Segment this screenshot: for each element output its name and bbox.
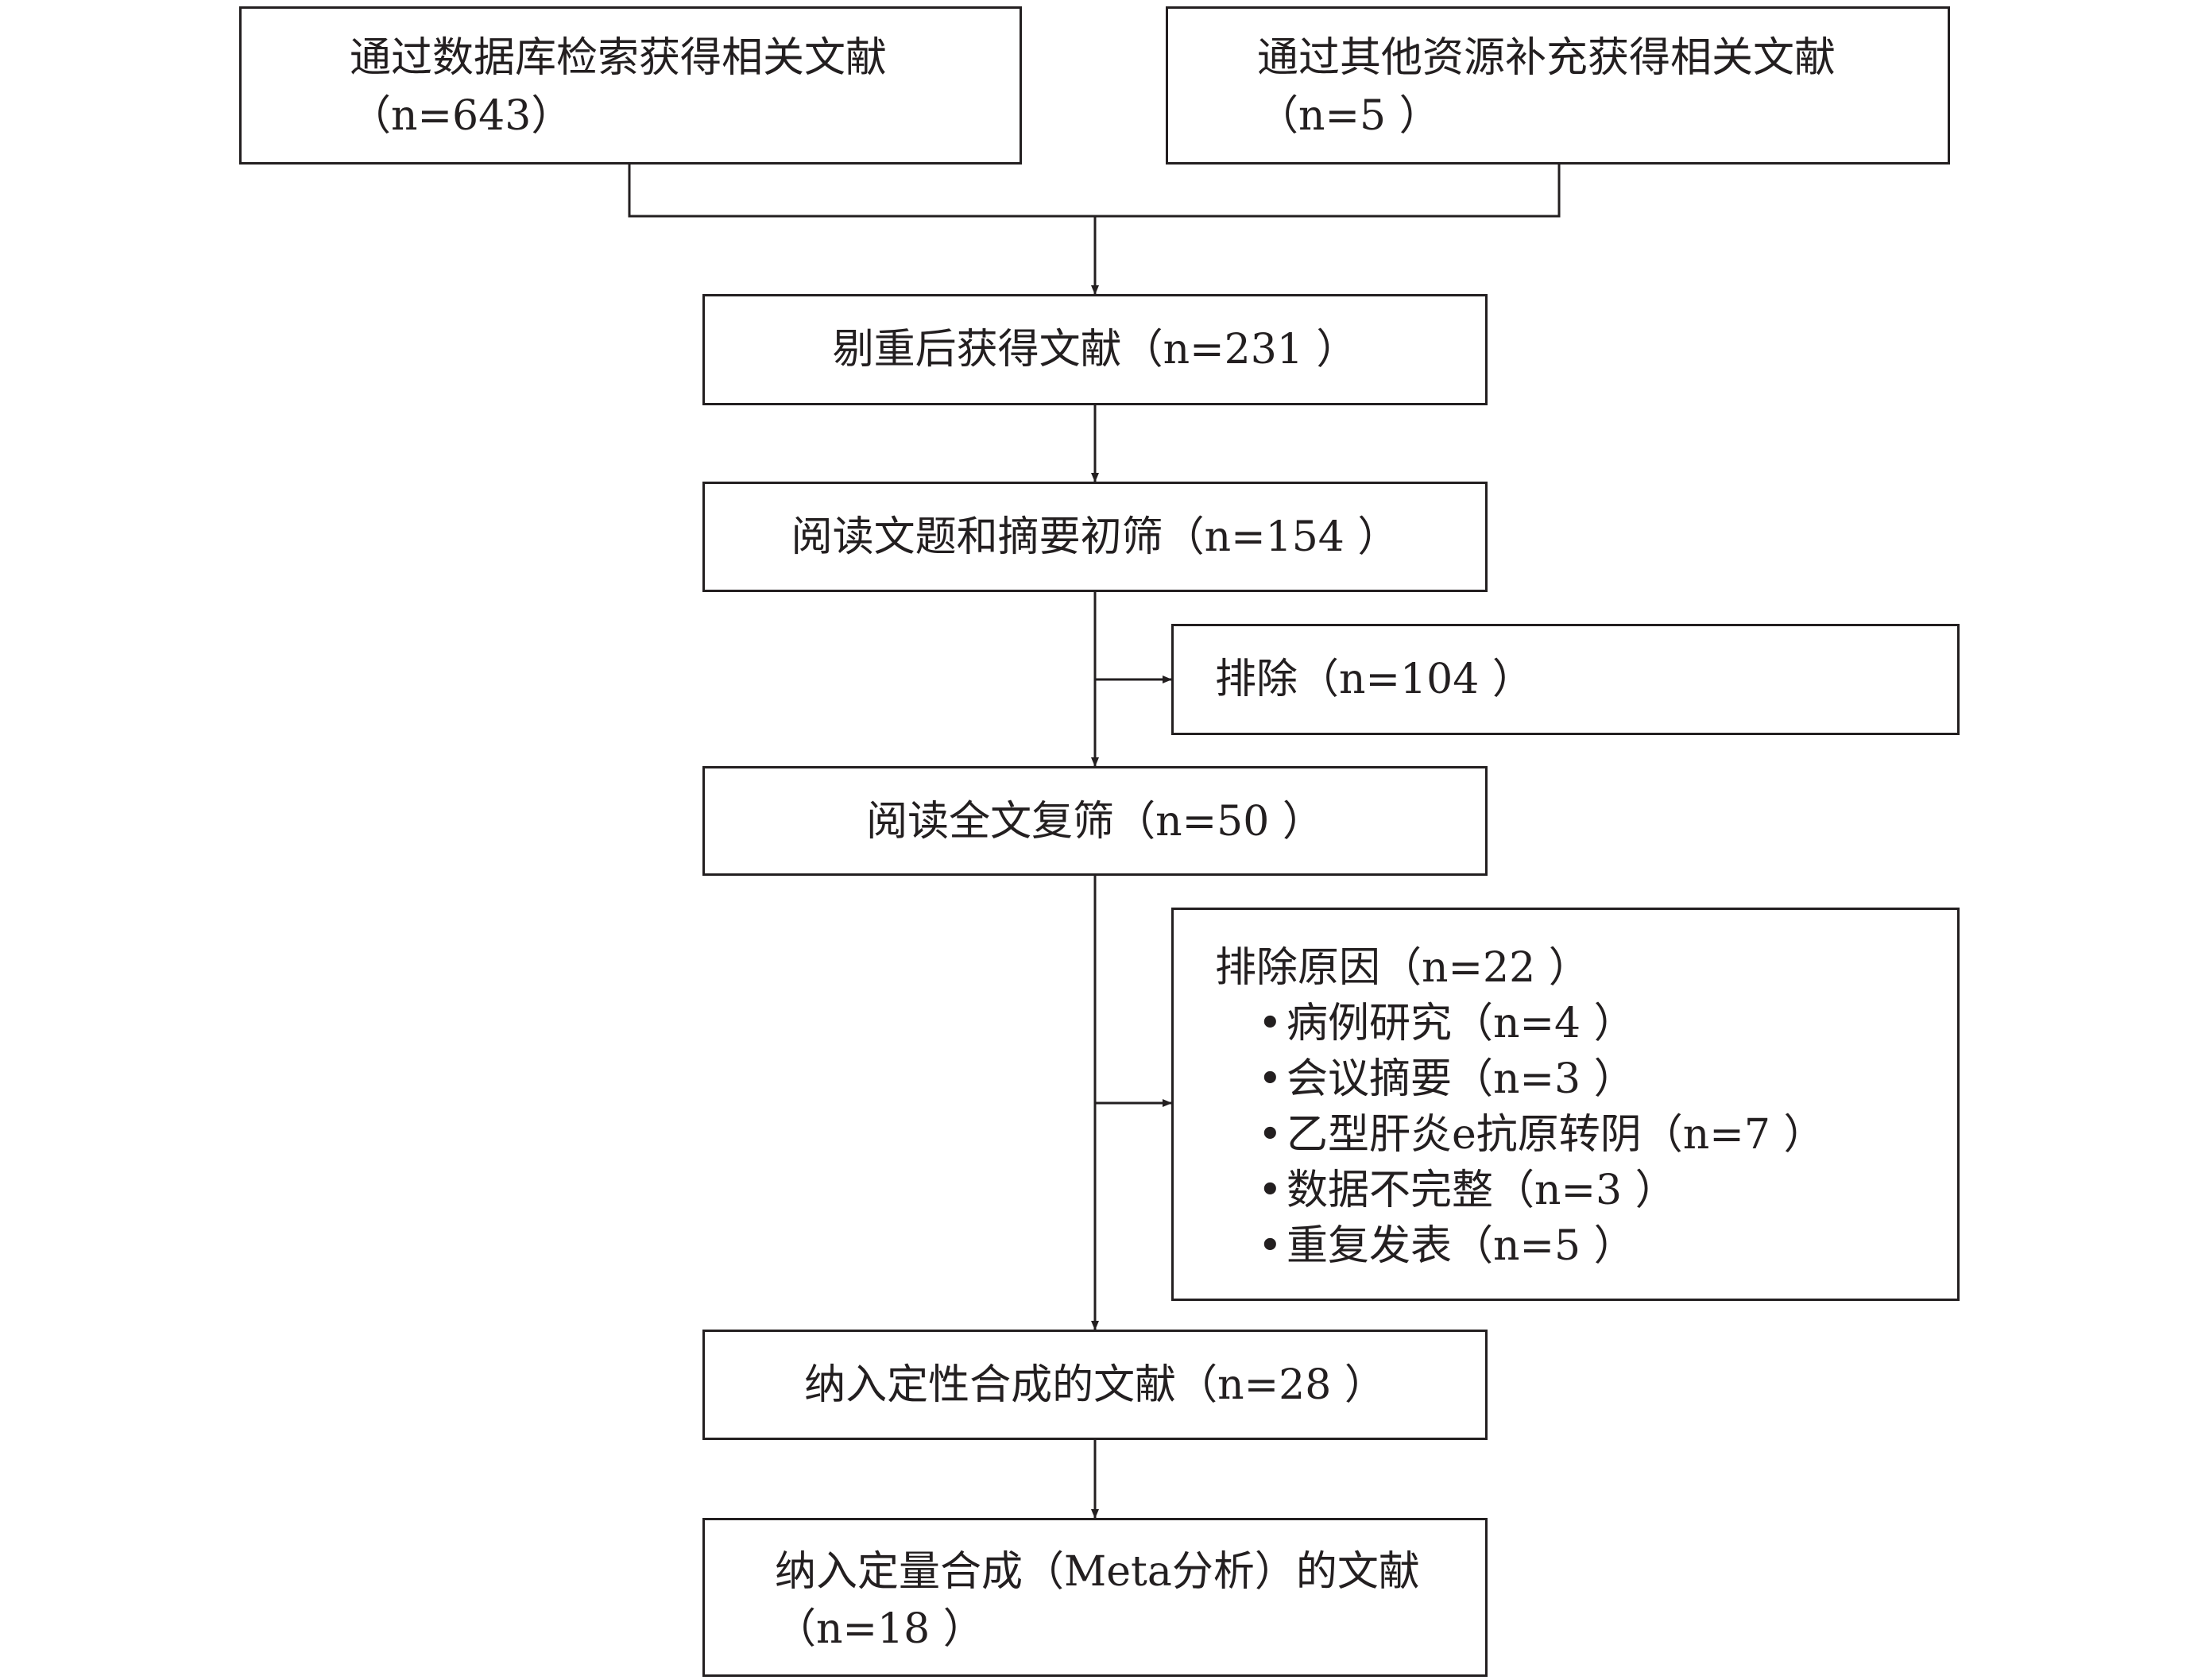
database-search-count: （n=643） [350,92,573,140]
dedup-box: 剔重后获得文献（n=231 ） [702,294,1488,405]
other-sources-box: 通过其他资源补充获得相关文献 （n=5 ） [1166,6,1950,165]
merge-connector [628,165,1561,218]
fulltext-box: 阅读全文复筛（n=50 ） [702,766,1488,876]
reason-incomplete-data: 数据不完整（n=3 ） [1252,1163,1824,1218]
title-abstract-label: 阅读文题和摘要初筛（n=154 ） [791,513,1399,561]
qualitative-synthesis-box: 纳入定性合成的文献（n=28 ） [702,1330,1488,1440]
fulltext-label: 阅读全文复筛（n=50 ） [866,798,1324,846]
reason-hbeag-seroconversion: 乙型肝炎e抗原转阴（n=7 ） [1252,1107,1824,1163]
meta-analysis-line1: 纳入定量合成（Meta分析）的文献 [775,1548,1420,1596]
excluded-reasons-title: 排除原因（n=22 ） [1215,944,1590,992]
database-search-line1: 通过数据库检索获得相关文献 [350,34,888,82]
reason-case-study: 病例研究（n=4 ） [1252,996,1824,1051]
qualitative-synthesis-label: 纳入定性合成的文献（n=28 ） [804,1361,1386,1409]
other-sources-line1: 通过其他资源补充获得相关文献 [1257,34,1836,82]
dedup-label: 剔重后获得文献（n=231 ） [832,326,1358,374]
excluded-reasons-list: 病例研究（n=4 ） 会议摘要（n=3 ） 乙型肝炎e抗原转阴（n=7 ） 数据… [1252,996,1824,1274]
other-sources-count: （n=5 ） [1257,92,1441,140]
excluded-first-label: 排除（n=104 ） [1215,656,1534,703]
meta-analysis-box: 纳入定量合成（Meta分析）的文献 （n=18 ） [702,1518,1488,1677]
title-abstract-box: 阅读文题和摘要初筛（n=154 ） [702,482,1488,592]
reason-duplicate-publication: 重复发表（n=5 ） [1252,1218,1824,1274]
meta-analysis-count: （n=18 ） [775,1605,985,1653]
database-search-box: 通过数据库检索获得相关文献 （n=643） [239,6,1022,165]
excluded-reasons-box: 排除原因（n=22 ） 病例研究（n=4 ） 会议摘要（n=3 ） 乙型肝炎e抗… [1171,908,1960,1301]
excluded-first-box: 排除（n=104 ） [1171,624,1960,735]
reason-conference-abstract: 会议摘要（n=3 ） [1252,1051,1824,1107]
